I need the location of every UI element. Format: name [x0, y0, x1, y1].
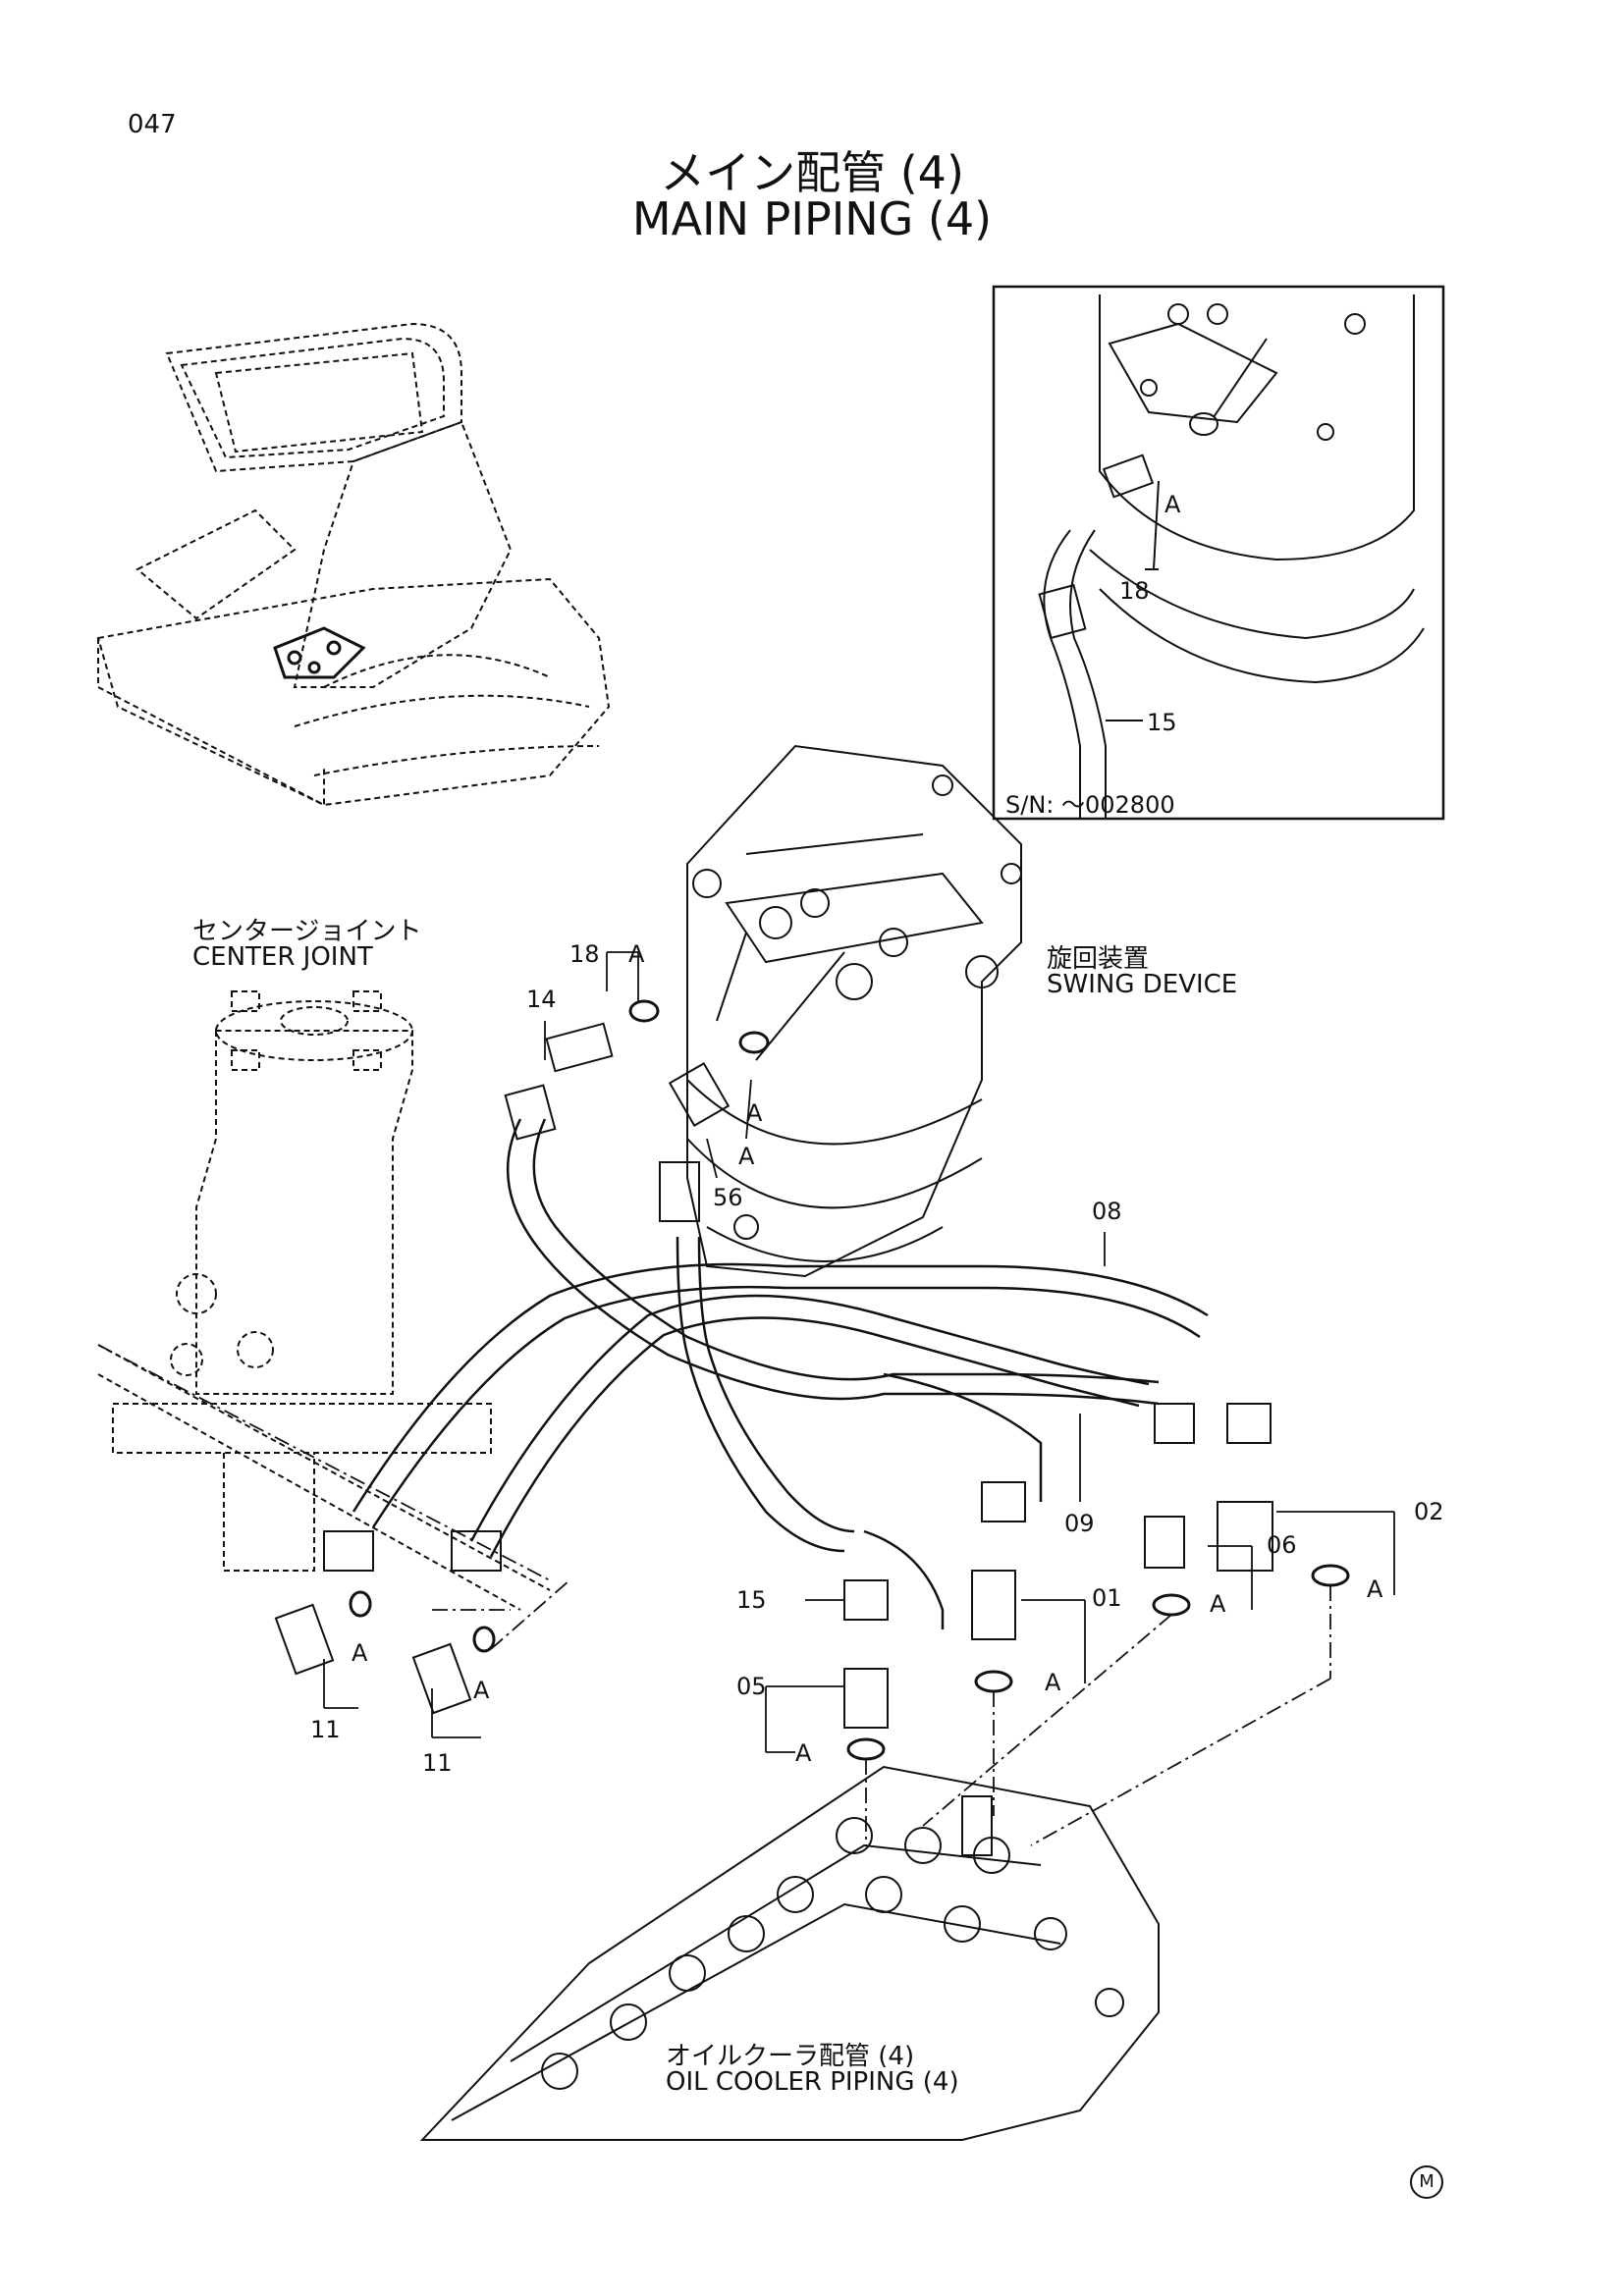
callout-11-right: 11 — [422, 1749, 453, 1777]
oil-cooler-label-ja: オイルクーラ配管 (4) — [666, 2036, 915, 2072]
swing-device-label-en: SWING DEVICE — [1047, 970, 1238, 999]
center-joint-label-ja: センタージョイント — [192, 917, 422, 946]
control-valve-illustration — [419, 1765, 1160, 2141]
callout-08: 08 — [1092, 1198, 1122, 1225]
callout-01: 01 — [1092, 1584, 1122, 1612]
hoses — [352, 1118, 1209, 1629]
callout-11-left: 11 — [310, 1716, 341, 1743]
callout-a6: A — [1045, 1669, 1061, 1696]
manufacturer-mark: M — [1410, 2165, 1443, 2199]
callout-a2: A — [746, 1099, 763, 1127]
callout-a4: A — [1367, 1575, 1383, 1603]
callout-06: 06 — [1267, 1531, 1297, 1559]
callout-a1: A — [628, 940, 645, 968]
fittings — [274, 1022, 1273, 1729]
inset-callout-18: 18 — [1119, 577, 1150, 605]
center-joint-illustration — [97, 990, 551, 1611]
callout-02: 02 — [1414, 1498, 1444, 1525]
piping-location-marker — [273, 626, 366, 679]
inset-callout-a: A — [1164, 491, 1181, 518]
callout-14: 14 — [526, 986, 557, 1013]
page-title-english: MAIN PIPING (4) — [631, 192, 993, 245]
callout-18: 18 — [569, 940, 600, 968]
page-title-japanese: メイン配管 (4) — [660, 146, 964, 199]
inset-callout-15: 15 — [1147, 709, 1177, 736]
machine-overview-illustration — [96, 322, 611, 807]
callout-leaders — [323, 951, 1395, 1753]
swing-device-illustration — [686, 744, 1022, 1278]
callout-a3: A — [738, 1143, 755, 1170]
page-number: 047 — [128, 110, 177, 139]
oil-cooler-label-en: OIL COOLER PIPING (4) — [666, 2067, 959, 2097]
callout-a7: A — [795, 1739, 812, 1767]
callout-56: 56 — [713, 1184, 743, 1211]
callout-a8: A — [352, 1639, 368, 1667]
callout-09: 09 — [1064, 1510, 1095, 1537]
inset-swing-motor — [1038, 294, 1425, 820]
callout-15: 15 — [736, 1586, 767, 1614]
callout-a5: A — [1210, 1590, 1226, 1618]
center-joint-label-en: CENTER JOINT — [192, 942, 373, 972]
inset-serial-number: S/N: ～002800 — [1005, 791, 1175, 819]
callout-05: 05 — [736, 1673, 767, 1700]
alignment-lines — [97, 1344, 1331, 1846]
callout-a9: A — [473, 1677, 490, 1704]
inset-frame — [992, 285, 1445, 821]
swing-device-label-ja: 旋回装置 — [1047, 944, 1150, 974]
